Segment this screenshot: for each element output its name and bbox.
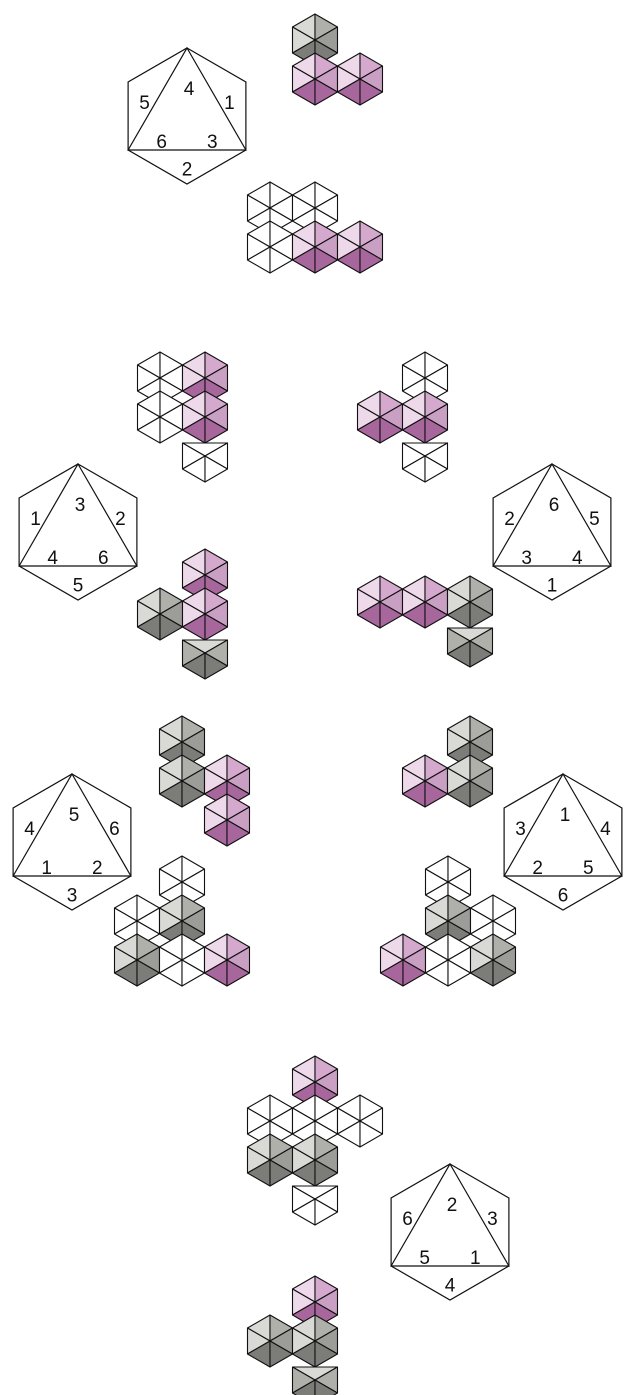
hexagon-number: 3 [487,1209,498,1230]
hexagon-number: 4 [47,548,58,569]
cube-pink [293,53,338,105]
cube-gray [160,755,205,807]
cube-gray [115,934,160,986]
cube-white [403,443,448,482]
hexagon-number: 3 [207,132,218,153]
hexagon-number: 6 [156,132,167,153]
cube-gray [248,1134,293,1186]
cube-gray [471,934,516,986]
hexagon-number: 5 [69,805,80,826]
hexagon-number: 2 [115,509,126,530]
numbered-hexagon: 4 13265 [128,48,246,184]
hexagon-number: 5 [583,858,594,879]
hexagon-number: 2 [447,1195,458,1216]
hexagon-number: 4 [184,79,195,100]
cube-gray [448,576,493,628]
hexagon-number: 4 [572,548,583,569]
hexagon-number: 5 [73,575,84,596]
hexagon-number: 2 [504,509,515,530]
block-left-4 [115,856,250,986]
cube-pink [183,391,228,443]
hexagon-number: 1 [30,509,41,530]
hexagon-number: 2 [92,858,103,879]
cube-gray [448,755,493,807]
cube-white [183,443,228,482]
hexagon-number: 1 [41,858,52,879]
block-right-4 [381,856,516,986]
top-piece [293,14,383,105]
cube-pink [358,391,403,443]
cube-pink [403,755,448,807]
block-bottom-center [248,1056,383,1225]
hexagon-number: 3 [521,548,532,569]
piece-left-2 [138,549,228,679]
cube-pink [205,794,250,846]
cube-gray [448,628,493,667]
hexagon-number: 2 [532,858,543,879]
hexagon-number: 4 [24,819,35,840]
cube-gray [293,1367,338,1395]
bottom-piece [248,1276,338,1395]
hexagon-number: 1 [470,1248,481,1269]
cube-pink [358,576,403,628]
hexagon-number: 5 [419,1248,430,1269]
cube-gray [138,588,183,640]
hexagon-number: 6 [402,1209,413,1230]
cube-white [138,391,183,443]
cube-white [338,1095,383,1147]
cube-gray [293,1134,338,1186]
cube-pink [183,588,228,640]
hexagon-number: 1 [560,805,571,826]
hexagon-number: 3 [67,885,78,906]
piece-left-3 [160,716,250,846]
hexagon-number: 6 [109,819,120,840]
hexagon-number: 2 [182,159,193,180]
hexagon-number: 1 [224,93,235,114]
hexagon-number: 4 [600,819,611,840]
block-left-1 [138,352,228,482]
cube-white [426,934,471,986]
hexagon-number: 6 [549,495,560,516]
cube-pink [403,576,448,628]
hexagon-number: 3 [515,819,526,840]
hexagon-number: 4 [445,1275,456,1296]
cube-white [293,1186,338,1225]
hexagon-number: 3 [75,495,86,516]
cube-white [248,221,293,273]
hexagon-number: 5 [589,509,600,530]
cube-gray [293,1315,338,1367]
hexagon-number: 5 [139,93,150,114]
piece-right-2 [358,576,493,667]
cube-white [160,934,205,986]
cube-pink [205,934,250,986]
cube-pink [338,221,383,273]
cube-pink [403,391,448,443]
cube-pink [381,934,426,986]
cube-gray [183,640,228,679]
cube-pink [338,53,383,105]
piece-right-3 [403,716,493,807]
hexagon-number: 6 [98,548,109,569]
hexagon-number: 1 [547,575,558,596]
block-right-1 [358,352,448,482]
hexagon-number: 6 [558,885,569,906]
cube-gray [248,1315,293,1367]
block-top-center [248,182,383,273]
cube-pink [293,221,338,273]
